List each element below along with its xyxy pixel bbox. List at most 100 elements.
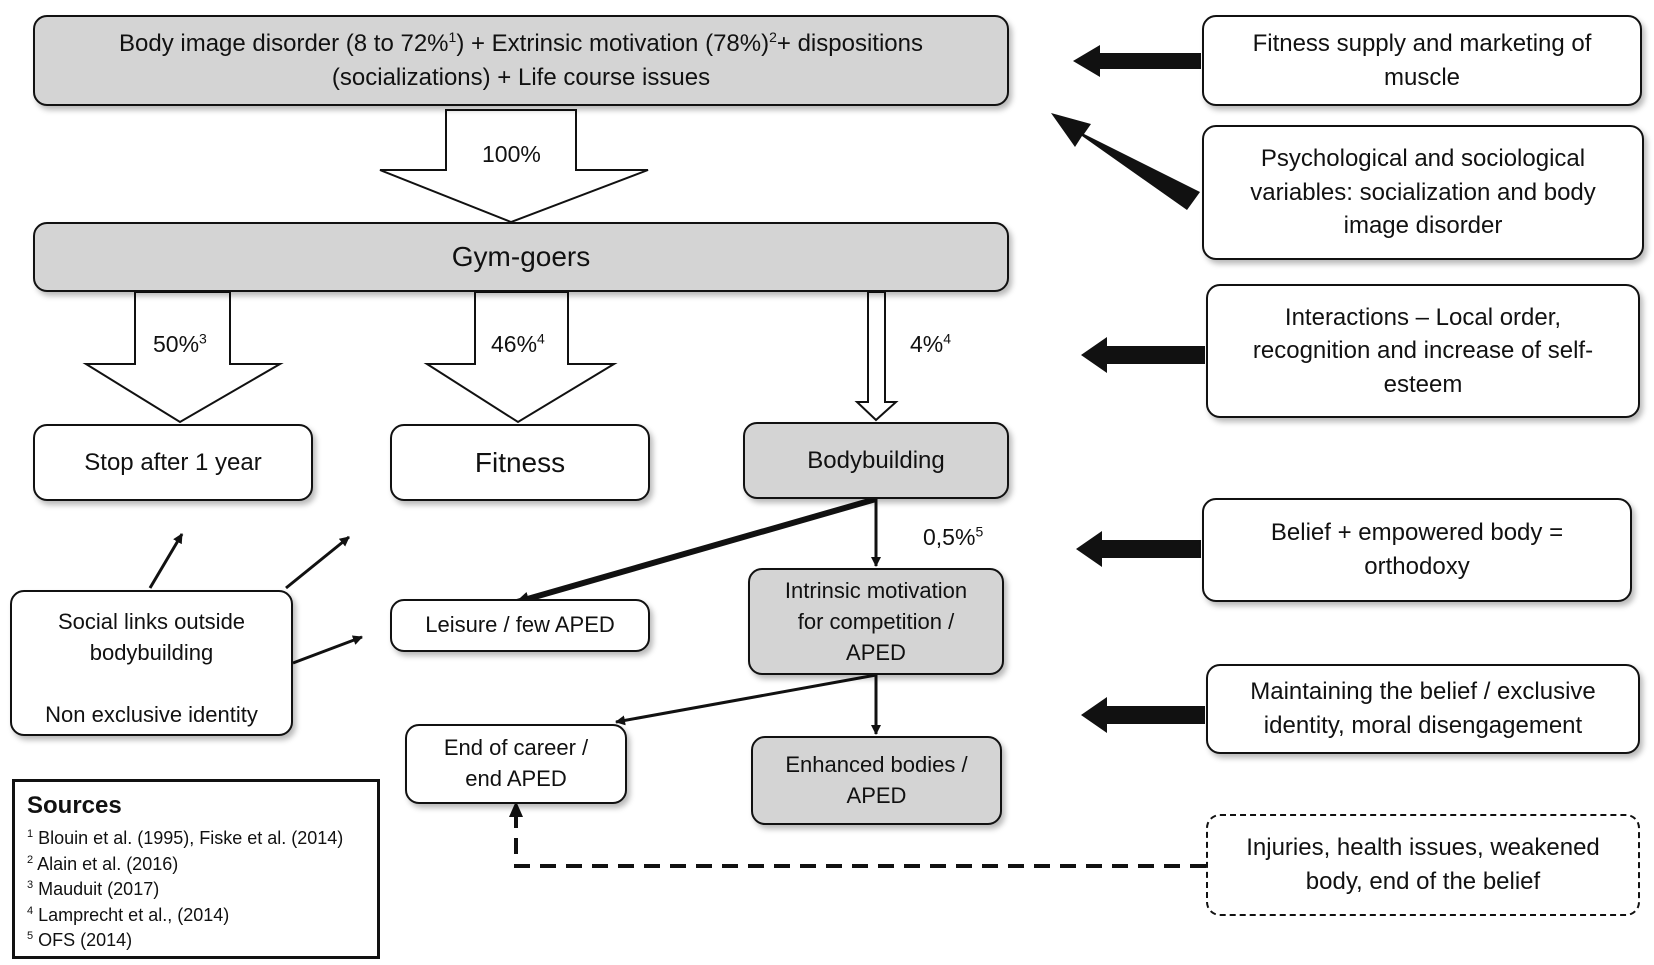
factor-arrow-4 xyxy=(1076,531,1201,567)
arrow-social-to-leisure xyxy=(292,635,363,665)
source-3-text: Mauduit (2017) xyxy=(38,879,160,899)
arrow-social-to-fitness xyxy=(285,535,350,590)
top-box-sup-2: 2 xyxy=(769,28,777,45)
bodybuilding-label: Bodybuilding xyxy=(807,446,945,474)
source-2-sup: 2 xyxy=(27,853,34,866)
source-item-4: 4 Lamprecht et al., (2014) xyxy=(27,903,365,929)
source-item-3: 3 Mauduit (2017) xyxy=(27,877,365,903)
top-box-text-c: + dispositions xyxy=(776,29,923,57)
flow-label-46-sup: 4 xyxy=(537,330,545,347)
fitness-label: Fitness xyxy=(474,446,566,478)
gym-goers-box: Gym-goers xyxy=(33,222,1009,292)
flow-label-50-text: 50% xyxy=(153,331,200,357)
factor-arrow-5 xyxy=(1081,697,1205,733)
top-box-text-b: ) + Extrinsic motivation (78%) xyxy=(456,29,770,57)
leisure-label: Leisure / few APED xyxy=(425,612,615,638)
sources-box: Sources 1 Blouin et al. (1995), Fiske et… xyxy=(12,779,380,959)
dashed-arrow-injuries-to-end-career xyxy=(514,815,1206,868)
enhanced-line-2: APED xyxy=(846,782,907,808)
stop-after-1-year-label: Stop after 1 year xyxy=(84,448,262,476)
source-3-sup: 3 xyxy=(27,879,34,891)
flow-label-4-text: 4% xyxy=(910,331,944,357)
source-4-sup: 4 xyxy=(27,904,34,917)
factor-1-line-1: Fitness supply and marketing of xyxy=(1252,29,1592,57)
end-of-career-box: End of career / end APED xyxy=(405,724,627,804)
flow-label-46-text: 46% xyxy=(491,331,538,357)
flow-label-05: 0,5%5 xyxy=(923,523,984,550)
factor-box-interactions: Interactions – Local order, recognition … xyxy=(1206,284,1640,418)
source-4-text: Lamprecht et al., (2014) xyxy=(38,904,230,925)
factor-box-belief: Belief + empowered body = orthodoxy xyxy=(1202,498,1632,602)
intrinsic-line-2: for competition / xyxy=(797,608,955,634)
top-box-sup-1: 1 xyxy=(448,28,457,45)
flow-label-4: 4%4 xyxy=(910,330,952,357)
flow-label-50-sup: 3 xyxy=(199,330,207,347)
fitness-box: Fitness xyxy=(390,424,650,501)
top-box-line-2: (socializations) + Life course issues xyxy=(331,63,711,91)
factor-6-line-1: Injuries, health issues, weakened xyxy=(1246,834,1600,862)
factor-4-line-1: Belief + empowered body = xyxy=(1270,519,1564,547)
factor-6-line-2: body, end of the belief xyxy=(1305,868,1541,895)
flow-label-100-text: 100% xyxy=(482,141,541,167)
flow-label-4-sup: 4 xyxy=(943,330,952,347)
leisure-box: Leisure / few APED xyxy=(390,599,650,652)
flow-arrow-4 xyxy=(854,291,899,422)
arrow-social-to-stop xyxy=(148,533,184,589)
flow-label-100: 100% xyxy=(482,143,541,166)
intrinsic-line-3: APED xyxy=(846,640,906,666)
enhanced-bodies-box: Enhanced bodies / APED xyxy=(751,736,1002,825)
flow-label-50: 50%3 xyxy=(153,330,207,357)
factor-4-line-2: orthodoxy xyxy=(1364,553,1470,580)
intrinsic-motivation-box: Intrinsic motivation for competition / A… xyxy=(748,568,1004,675)
top-box-text-a: Body image disorder (8 to 72% xyxy=(119,29,449,57)
factor-2-line-3: image disorder xyxy=(1343,212,1503,240)
flow-arrow-50 xyxy=(82,291,284,424)
source-1-sup: 1 xyxy=(27,828,34,840)
source-2-text: Alain et al. (2016) xyxy=(37,853,179,874)
enhanced-line-1: Enhanced bodies / xyxy=(785,751,968,777)
factor-arrow-2 xyxy=(1051,113,1200,210)
flow-label-05-text: 0,5% xyxy=(923,524,976,550)
factor-3-line-2: recognition and increase of self- xyxy=(1252,337,1594,365)
factor-3-line-1: Interactions – Local order, xyxy=(1284,303,1562,331)
source-item-5: 5 OFS (2014) xyxy=(27,928,365,954)
bodybuilding-box: Bodybuilding xyxy=(743,422,1009,499)
intrinsic-line-1: Intrinsic motivation xyxy=(784,577,968,603)
factor-1-line-2: muscle xyxy=(1383,63,1461,91)
factor-2-line-1: Psychological and sociological xyxy=(1260,145,1586,173)
social-line-1: Social links outside xyxy=(57,609,246,634)
gym-goers-label: Gym-goers xyxy=(451,241,591,273)
factor-arrow-3 xyxy=(1081,337,1205,373)
social-line-2: bodybuilding xyxy=(89,640,214,666)
source-5-text: OFS (2014) xyxy=(38,930,133,950)
top-box: Body image disorder (8 to 72%1) + Extrin… xyxy=(33,15,1009,106)
factor-box-fitness-supply: Fitness supply and marketing of muscle xyxy=(1202,15,1642,106)
flow-label-46: 46%4 xyxy=(491,330,545,357)
source-1-text: Blouin et al. (1995), Fiske et al. (2014… xyxy=(38,828,344,848)
factor-box-injuries: Injuries, health issues, weakened body, … xyxy=(1206,814,1640,916)
social-links-box: Social links outside bodybuilding Non ex… xyxy=(10,590,293,736)
factor-arrow-1 xyxy=(1073,45,1201,77)
dashed-arrow-head xyxy=(509,801,523,817)
flow-arrow-100 xyxy=(379,109,649,224)
end-career-line-2: end APED xyxy=(465,766,567,791)
stop-after-1-year-box: Stop after 1 year xyxy=(33,424,313,501)
sources-title: Sources xyxy=(27,792,122,819)
top-box-line-1: Body image disorder (8 to 72%1) + Extrin… xyxy=(119,27,923,61)
flow-label-05-sup: 5 xyxy=(975,523,984,540)
source-item-1: 1 Blouin et al. (1995), Fiske et al. (20… xyxy=(27,826,365,852)
flow-arrow-46 xyxy=(423,291,618,424)
factor-5-line-2: identity, moral disengagement xyxy=(1263,712,1583,739)
source-item-2: 2 Alain et al. (2016) xyxy=(27,852,365,878)
source-5-sup: 5 xyxy=(27,930,34,942)
social-line-3: Non exclusive identity xyxy=(45,702,258,728)
factor-3-line-3: esteem xyxy=(1383,370,1463,398)
factor-2-line-2: variables: socialization and body xyxy=(1250,178,1596,206)
arrow-bodybuilding-to-leisure xyxy=(515,496,877,606)
factor-box-psych-variables: Psychological and sociological variables… xyxy=(1202,125,1644,260)
end-career-line-1: End of career / xyxy=(443,735,589,761)
arrow-intrinsic-to-end-career xyxy=(615,673,877,726)
factor-box-maintaining-belief: Maintaining the belief / exclusive ident… xyxy=(1206,664,1640,754)
factor-5-line-1: Maintaining the belief / exclusive xyxy=(1250,678,1596,706)
